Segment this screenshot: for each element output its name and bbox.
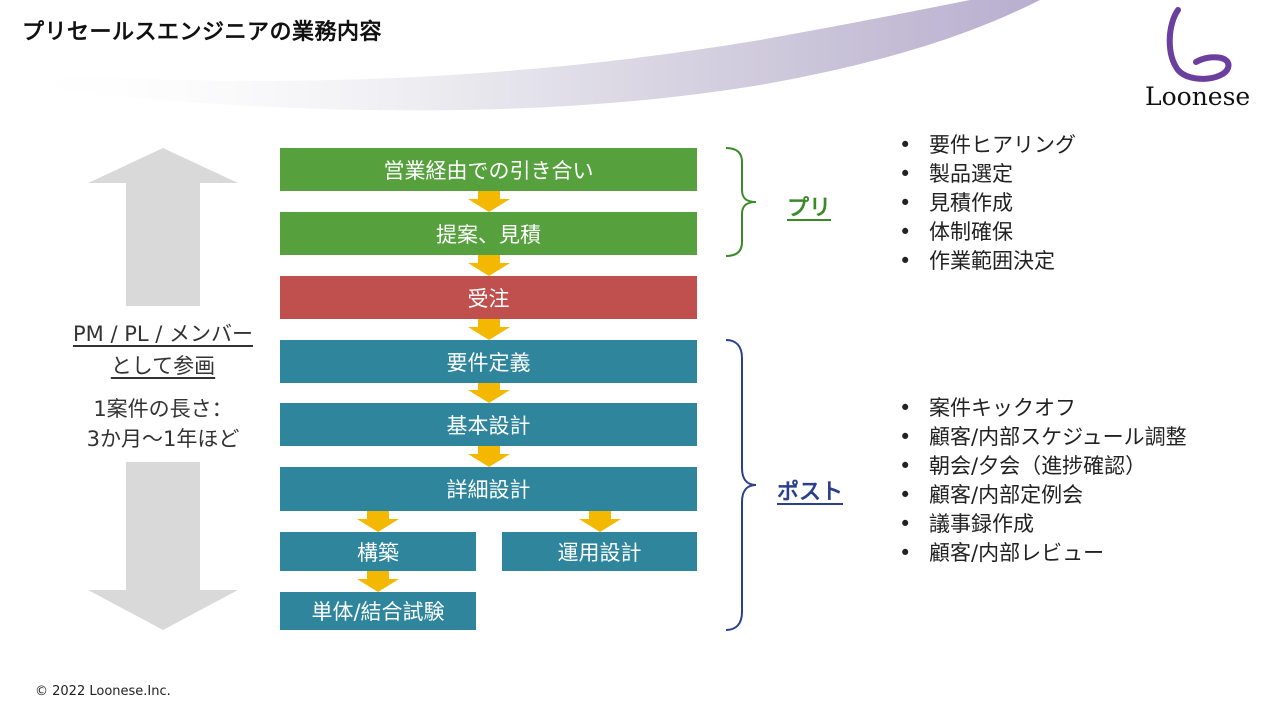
post-phase-label: ポスト xyxy=(777,480,844,505)
list-item: 製品選定 xyxy=(899,160,1076,189)
flow-step-ops-design: 運用設計 xyxy=(502,532,697,571)
flow-step-build: 構築 xyxy=(280,532,476,571)
flow-step-detail-design: 詳細設計 xyxy=(280,467,697,511)
list-item: 見積作成 xyxy=(899,189,1076,218)
logo-text: Loonese xyxy=(1145,82,1251,111)
role-line1: PM / PL / メンバー xyxy=(73,322,253,346)
duration-line1: 1案件の長さ： xyxy=(93,397,233,421)
arrow-down-icon xyxy=(357,511,399,532)
arrow-down-icon xyxy=(468,383,510,403)
down-arrow-icon xyxy=(88,462,238,630)
list-item: 作業範囲決定 xyxy=(899,247,1076,276)
list-item: 顧客/内部スケジュール調整 xyxy=(899,423,1187,452)
pre-task-list: 要件ヒアリング 製品選定 見積作成 体制確保 作業範囲決定 xyxy=(899,131,1076,276)
duration-label: 1案件の長さ： 3か月～1年ほど xyxy=(48,394,278,454)
post-brace-icon xyxy=(725,339,757,631)
flow-step-requirements: 要件定義 xyxy=(280,340,697,383)
role-label: PM / PL / メンバー として参画 xyxy=(48,318,278,382)
up-arrow-icon xyxy=(88,148,238,306)
list-item: 顧客/内部定例会 xyxy=(899,481,1187,510)
arrow-down-icon xyxy=(468,255,510,276)
arrow-down-icon xyxy=(468,319,510,340)
flow-step-order: 受注 xyxy=(280,276,697,319)
role-line2: として参画 xyxy=(110,354,216,378)
loonese-logo-icon xyxy=(1166,7,1232,82)
pre-phase-label: プリ xyxy=(787,196,832,221)
flow-step-proposal: 提案、見積 xyxy=(280,212,697,255)
list-item: 要件ヒアリング xyxy=(899,131,1076,160)
post-task-list: 案件キックオフ 顧客/内部スケジュール調整 朝会/夕会（進捗確認） 顧客/内部定… xyxy=(899,394,1187,568)
slide-title: プリセールスエンジニアの業務内容 xyxy=(22,20,383,45)
list-item: 案件キックオフ xyxy=(899,394,1187,423)
arrow-down-icon xyxy=(357,571,399,592)
arrow-down-icon xyxy=(468,446,510,467)
pre-brace-icon xyxy=(725,147,757,257)
arrow-down-icon xyxy=(579,511,621,532)
duration-line2: 3か月～1年ほど xyxy=(86,427,240,451)
list-item: 朝会/夕会（進捗確認） xyxy=(899,452,1187,481)
list-item: 体制確保 xyxy=(899,218,1076,247)
flow-step-basic-design: 基本設計 xyxy=(280,403,697,446)
header-swoosh xyxy=(0,0,1040,111)
arrow-down-icon xyxy=(468,191,510,212)
flow-step-inquiry: 営業経由での引き合い xyxy=(280,148,697,191)
list-item: 議事録作成 xyxy=(899,510,1187,539)
list-item: 顧客/内部レビュー xyxy=(899,539,1187,568)
copyright-footer: © 2022 Loonese.Inc. xyxy=(35,684,171,699)
flow-step-testing: 単体/結合試験 xyxy=(280,592,476,630)
